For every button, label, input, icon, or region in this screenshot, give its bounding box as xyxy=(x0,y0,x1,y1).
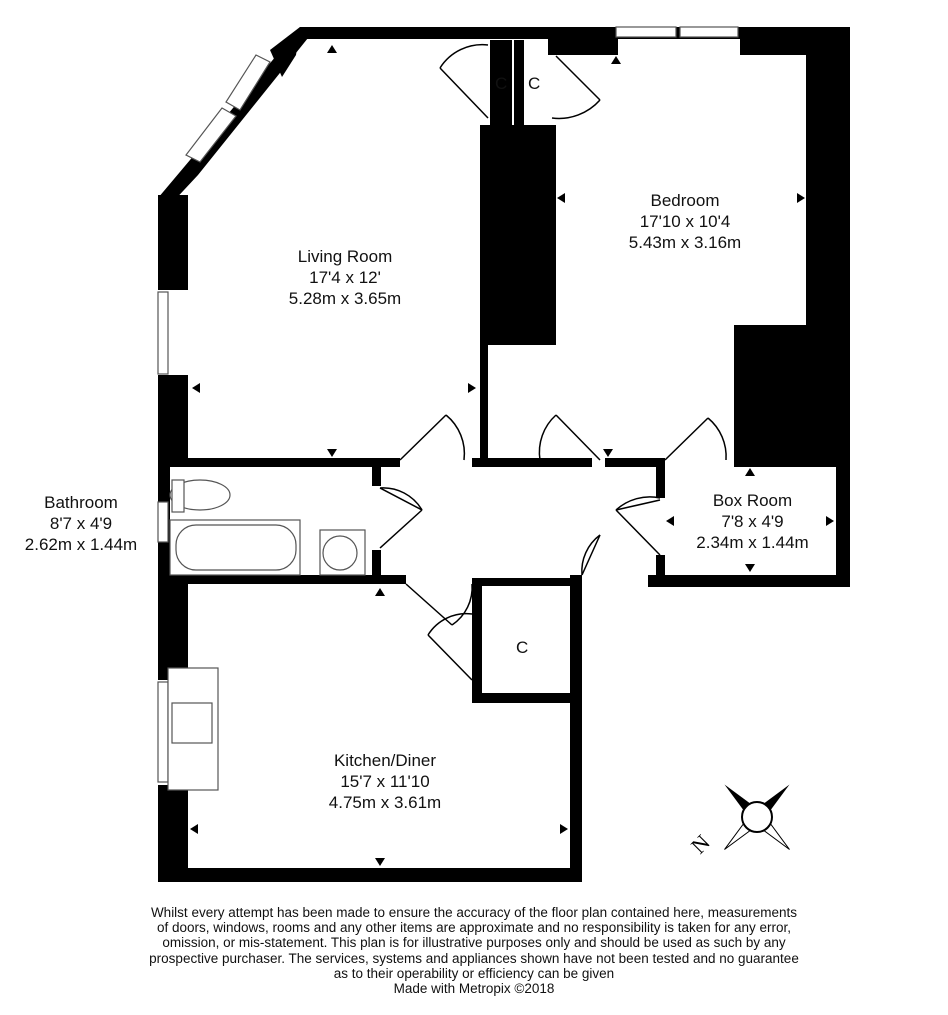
dimension-arrows xyxy=(190,45,834,866)
kitchen-metric: 4.75m x 3.61m xyxy=(328,793,442,812)
floor-plan: N xyxy=(157,26,850,882)
compass-rose-icon xyxy=(724,784,790,850)
toilet-cistern-icon xyxy=(171,479,185,513)
washbasin-icon xyxy=(322,535,358,571)
living-room-label: Living Room 17'4 x 12' 5.28m x 3.65m xyxy=(250,246,440,309)
compass-north-letter: N xyxy=(686,830,715,859)
box-room-label: Box Room 7'8 x 4'9 2.34m x 1.44m xyxy=(670,490,835,553)
box-room-metric: 2.34m x 1.44m xyxy=(696,533,809,552)
disclaimer-line-4: prospective purchaser. The services, sys… xyxy=(149,950,799,966)
bedroom-name: Bedroom xyxy=(650,191,720,210)
disclaimer-line-5: as to their operability or efficiency ca… xyxy=(333,965,615,981)
doors xyxy=(379,43,727,681)
disclaimer-line-3: omission, or mis-statement. This plan is… xyxy=(162,935,786,951)
bathroom-metric: 2.62m x 1.44m xyxy=(24,535,138,554)
kitchen-name: Kitchen/Diner xyxy=(333,751,437,770)
windows xyxy=(157,26,739,783)
walls xyxy=(158,27,850,882)
cupboard-label-kitchen: C xyxy=(516,638,529,657)
box-room-name: Box Room xyxy=(712,491,793,510)
bedroom-label: Bedroom 17'10 x 10'4 5.43m x 3.16m xyxy=(590,190,780,253)
kitchen-imperial: 15'7 x 11'10 xyxy=(340,772,430,791)
bathroom-name: Bathroom xyxy=(44,493,118,512)
cupboard-label-living: C xyxy=(495,74,508,93)
living-room-imperial: 17'4 x 12' xyxy=(309,268,381,287)
kitchen-label: Kitchen/Diner 15'7 x 11'10 4.75m x 3.61m xyxy=(285,750,485,813)
credit-line: Made with Metropix ©2018 xyxy=(393,981,555,997)
bathroom-label: Bathroom 8'7 x 4'9 2.62m x 1.44m xyxy=(6,492,156,555)
toilet-icon xyxy=(169,479,231,511)
disclaimer-text: Whilst every attempt has been made to en… xyxy=(60,905,888,996)
cupboard-label-bedroom: C xyxy=(528,74,541,93)
living-room-name: Living Room xyxy=(297,247,393,266)
living-room-metric: 5.28m x 3.65m xyxy=(288,289,402,308)
kitchen-sink-icon xyxy=(171,702,213,744)
fixtures xyxy=(167,479,366,791)
bathtub-inner-icon xyxy=(175,524,297,571)
box-room-imperial: 7'8 x 4'9 xyxy=(721,512,784,531)
bathroom-imperial: 8'7 x 4'9 xyxy=(49,514,113,533)
bedroom-metric: 5.43m x 3.16m xyxy=(628,233,742,252)
bedroom-imperial: 17'10 x 10'4 xyxy=(639,212,731,231)
disclaimer-line-1: Whilst every attempt has been made to en… xyxy=(150,905,798,920)
disclaimer-line-2: of doors, windows, rooms and any other i… xyxy=(156,920,792,936)
